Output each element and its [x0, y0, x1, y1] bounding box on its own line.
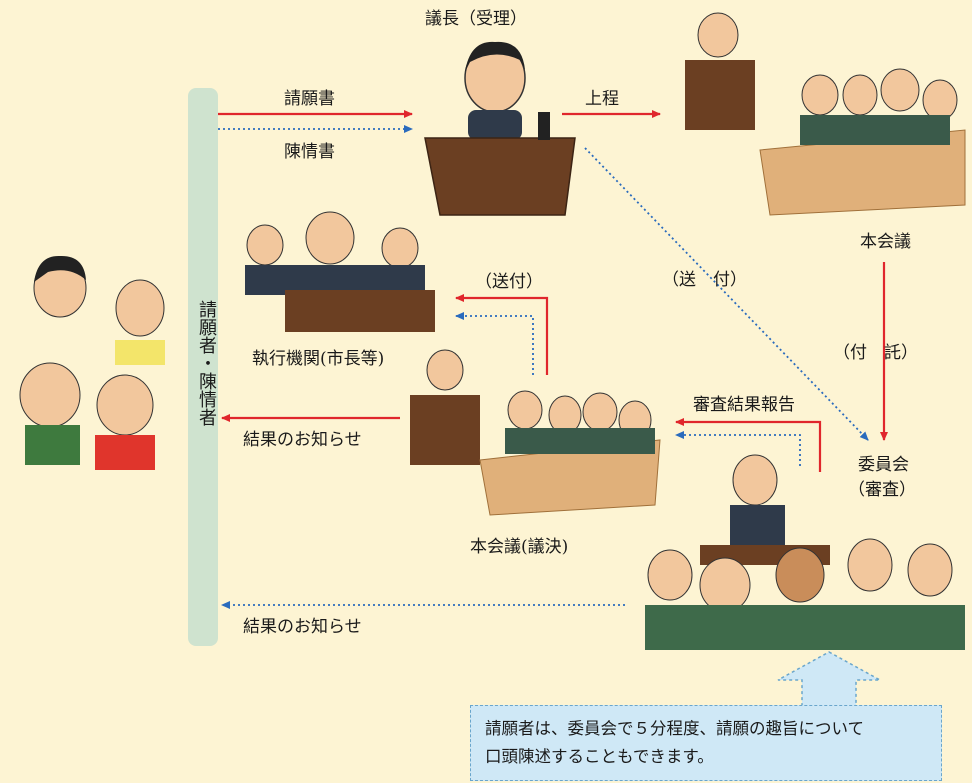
petitioner-bar-label: 請願者・陳情者: [196, 300, 217, 426]
petition-label: 請願書: [284, 89, 335, 109]
send-red-arrow: [455, 294, 549, 375]
send-direct-label: （送 付）: [662, 270, 747, 290]
note-line-2: 口頭陳述することもできます。: [485, 747, 714, 766]
committee-illustration: [645, 454, 965, 650]
petitioners-illustration: [19, 255, 165, 470]
committee-label: 委員会: [858, 455, 909, 475]
report-blue-arrow: [675, 431, 801, 466]
report-arrow: [675, 418, 822, 472]
petitioner-bar: [188, 88, 218, 646]
placement-label: 上程: [585, 89, 619, 109]
chair-label: 議長（受理）: [425, 9, 527, 29]
refer-label: （付 託）: [833, 343, 918, 363]
review-report-label: 審査結果報告: [693, 395, 795, 415]
oral-statement-note: 請願者は、委員会で５分程度、請願の趣旨について 口頭陳述することもできます。: [470, 705, 942, 781]
plenary-vote-illustration: [410, 349, 661, 516]
result-notice-label-2: 結果のお知らせ: [243, 617, 362, 637]
executive-illustration: [245, 211, 435, 332]
committee-review-label: （審査）: [848, 480, 916, 500]
result-notice-label-1: 結果のお知らせ: [243, 430, 362, 450]
chair-illustration: [424, 41, 576, 216]
note-line-1: 請願者は、委員会で５分程度、請願の趣旨について: [485, 719, 865, 738]
send-label: （送付）: [475, 272, 543, 292]
executive-label: 執行機関(市長等): [252, 349, 385, 369]
send-blue-arrow: [455, 312, 534, 375]
plenary-vote-label: 本会議(議決): [470, 537, 569, 557]
note-pointer-arrow: [777, 651, 881, 707]
plenary-label: 本会議: [860, 232, 911, 252]
statement-label: 陳情書: [284, 142, 335, 162]
plenary-illustration: [685, 12, 966, 216]
